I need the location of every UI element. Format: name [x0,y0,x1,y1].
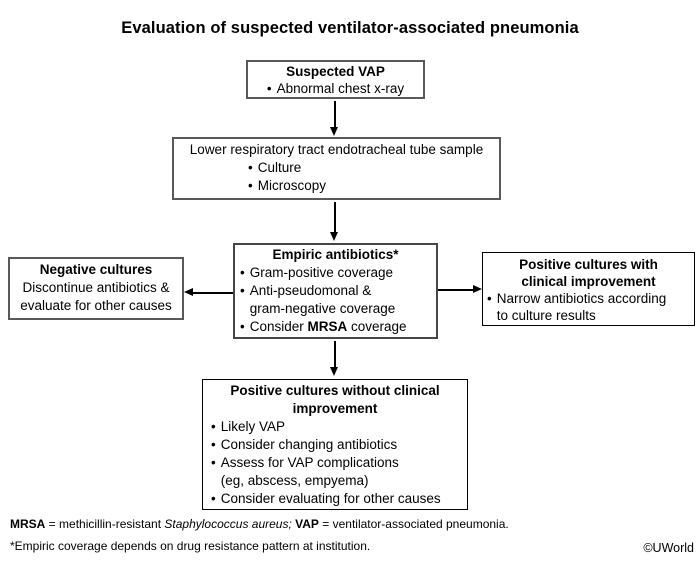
bullet-line: (eg, abscess, empyema) [220,473,369,488]
bullet-marker: • [211,455,216,470]
bullet-text: Culture [257,160,302,175]
node-positive-improved-heading-line1: Positive cultures with [519,257,658,272]
node-negative-cultures-heading: Negative cultures [39,262,153,277]
arrowhead-down-icon [330,367,338,376]
arrowhead-left-icon [184,288,193,296]
arrow-empiric-to-positive-not-improved [334,341,336,368]
bullet-line: Anti-pseudomonal & [249,283,372,298]
node-positive-improved-heading-line2: clinical improvement [521,274,656,289]
node-positive-improved-bullets: • Narrow antibiotics according to culture … [483,290,694,324]
arrowhead-right-icon [473,285,482,293]
arrow-empiric-to-negative [193,292,234,294]
bullet-text-bold: MRSA [307,319,348,334]
node-empiric-antibiotics-bullets: • Gram-positive coverage • Anti-pseudomona… [235,264,436,336]
bullet-text: Microscopy [257,178,326,193]
footnote-mrsa-definition: = methicillin-resistant [45,517,165,531]
bullet-marker: • [240,283,245,298]
bullet-line: gram-negative coverage [249,301,396,316]
bullet-item: • Assess for VAP complications (eg, absces… [211,454,467,490]
bullet-marker: • [240,319,245,334]
bullet-text: Narrow antibiotics according to culture r… [497,290,694,324]
bullet-item: • Likely VAP [211,418,467,436]
bullet-text-post: coverage [347,319,407,334]
bullet-text: Consider evaluating for other causes [220,491,441,506]
uworld-copyright: ©UWorld [643,541,694,555]
bullet-text: Consider MRSA coverage [250,318,436,336]
node-respiratory-sample-bullets: • Culture • Microscopy [174,159,499,195]
node-suspected-vap-bullet: • Abnormal chest x-ray [248,80,423,97]
bullet-marker: • [487,291,492,306]
bullet-item: • Microscopy [248,177,499,195]
bullet-item: • Consider MRSA coverage [240,318,436,336]
node-respiratory-sample-heading: Lower respiratory tract endotracheal tub… [189,142,484,157]
abbreviation-footnote: MRSA = methicillin-resistant Staphylococ… [10,517,509,531]
footnote-vap-definition: = ventilator-associated pneumonia. [318,517,509,531]
arrow-sample-to-empiric [334,202,336,233]
node-suspected-vap: Suspected VAP • Abnormal chest x-ray [246,60,425,99]
bullet-marker: • [211,437,216,452]
bullet-item: • Consider evaluating for other causes [211,490,467,508]
node-positive-not-improved-bullets: • Likely VAP • Consider changing antibioti… [203,418,467,508]
footnote-mrsa-abbrev: MRSA [10,517,46,531]
node-negative-cultures: Negative cultures Discontinue antibiotic… [8,257,184,320]
arrow-suspected-to-sample [334,101,336,128]
bullet-marker: • [248,178,253,193]
node-negative-cultures-line2: evaluate for other causes [20,298,172,313]
bullet-text: Likely VAP [220,419,286,434]
node-respiratory-sample: Lower respiratory tract endotracheal tub… [172,137,501,200]
asterisk-footnote: *Empiric coverage depends on drug resist… [10,539,371,553]
bullet-item: • Culture [248,159,499,177]
bullet-marker: • [211,419,216,434]
bullet-item: • Consider changing antibiotics [211,436,467,454]
arrowhead-down-icon [330,127,338,136]
bullet-text: Consider changing antibiotics [220,437,398,452]
bullet-line: Narrow antibiotics according [496,291,667,306]
node-empiric-antibiotics: Empiric antibiotics* • Gram-positive cove… [233,243,438,339]
bullet-marker: • [211,491,216,506]
node-positive-cultures-improved: Positive cultures with clinical improvem… [482,252,695,326]
bullet-line: to culture results [496,308,596,323]
bullet-line: Assess for VAP complications [220,455,399,470]
node-positive-cultures-not-improved: Positive cultures without clinical impro… [202,379,468,510]
bullet-item: • Gram-positive coverage [240,264,436,282]
arrow-empiric-to-positive-improved [437,289,474,291]
arrowhead-down-icon [330,232,338,241]
bullet-marker: • [248,160,253,175]
bullet-marker: • [266,81,272,96]
diagram-title: Evaluation of suspected ventilator-assoc… [121,19,579,37]
footnote-vap-abbrev: VAP [295,517,319,531]
bullet-text: Assess for VAP complications (eg, abscess… [221,454,467,490]
bullet-text: Abnormal chest x-ray [276,81,405,96]
node-suspected-vap-heading: Suspected VAP [286,64,385,79]
bullet-marker: • [240,265,245,280]
node-positive-not-improved-heading-line2: improvement [292,401,378,416]
node-negative-cultures-line1: Discontinue antibiotics & [22,280,170,295]
bullet-text: Gram-positive coverage [249,265,394,280]
footnote-organism-italic: Staphylococcus aureus; [164,517,292,531]
node-empiric-antibiotics-heading: Empiric antibiotics* [272,247,399,262]
bullet-text: Anti-pseudomonal & gram-negative coverage [250,282,436,318]
node-positive-not-improved-heading-line1: Positive cultures without clinical [230,383,440,398]
bullet-item: • Anti-pseudomonal & gram-negative coverag… [240,282,436,318]
bullet-text-pre: Consider [249,319,308,334]
bullet-item: • Narrow antibiotics according to culture … [487,290,694,324]
